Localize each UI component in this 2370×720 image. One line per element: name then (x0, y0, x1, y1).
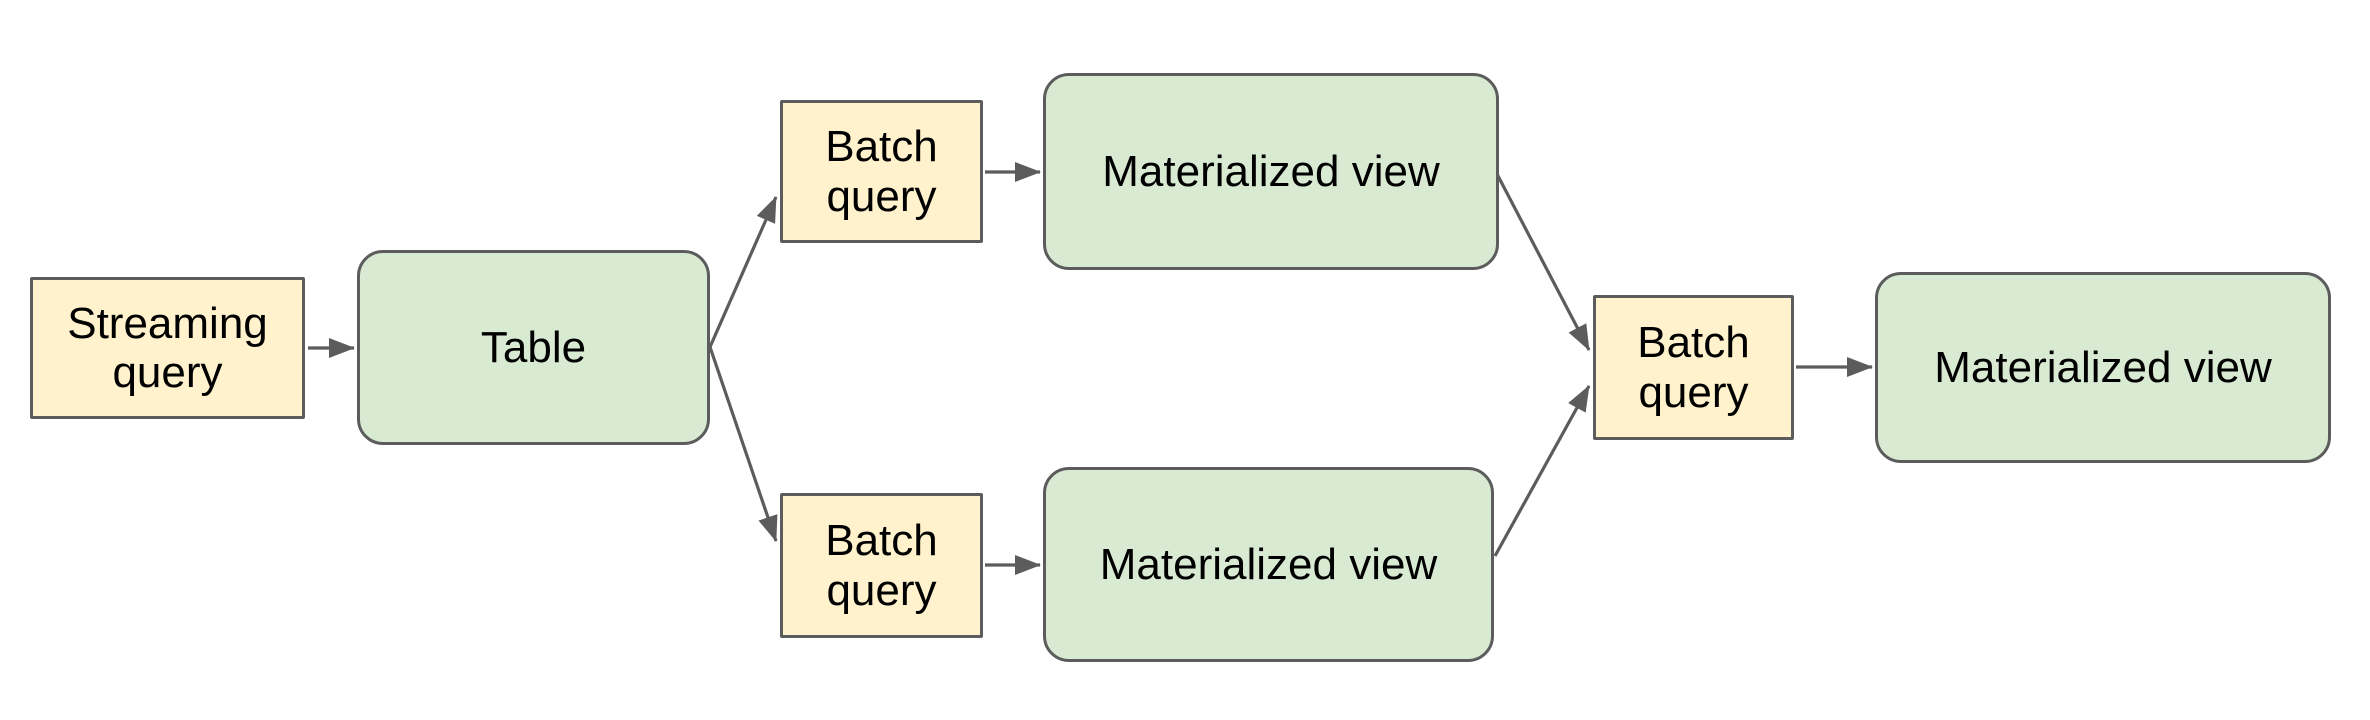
node-batch-query-top: Batch query (780, 100, 983, 243)
node-streaming-query: Streaming query (30, 277, 305, 419)
node-materialized-view-bottom-label: Materialized view (1099, 539, 1438, 589)
node-materialized-view-right: Materialized view (1875, 272, 2331, 463)
node-batch-query-right-label: Batch query (1637, 318, 1750, 417)
node-batch-query-bottom: Batch query (780, 493, 983, 638)
node-batch-query-right: Batch query (1593, 295, 1794, 440)
node-materialized-view-bottom: Materialized view (1043, 467, 1494, 662)
node-streaming-query-label: Streaming query (67, 298, 268, 397)
node-materialized-view-top: Materialized view (1043, 73, 1499, 270)
node-materialized-view-right-label: Materialized view (1934, 342, 2272, 392)
node-table: Table (357, 250, 710, 445)
edge-table-to-batch-query-top (708, 196, 778, 348)
edge-materialized-view-top-to-batch-query-right (1495, 173, 1591, 351)
node-batch-query-bottom-label: Batch query (825, 516, 938, 615)
edge-table-to-batch-query-bottom (708, 346, 778, 542)
node-batch-query-top-label: Batch query (825, 122, 938, 221)
edge-materialized-view-bottom-to-batch-query-right (1493, 385, 1591, 557)
node-table-label: Table (480, 322, 587, 372)
node-materialized-view-top-label: Materialized view (1102, 146, 1440, 196)
